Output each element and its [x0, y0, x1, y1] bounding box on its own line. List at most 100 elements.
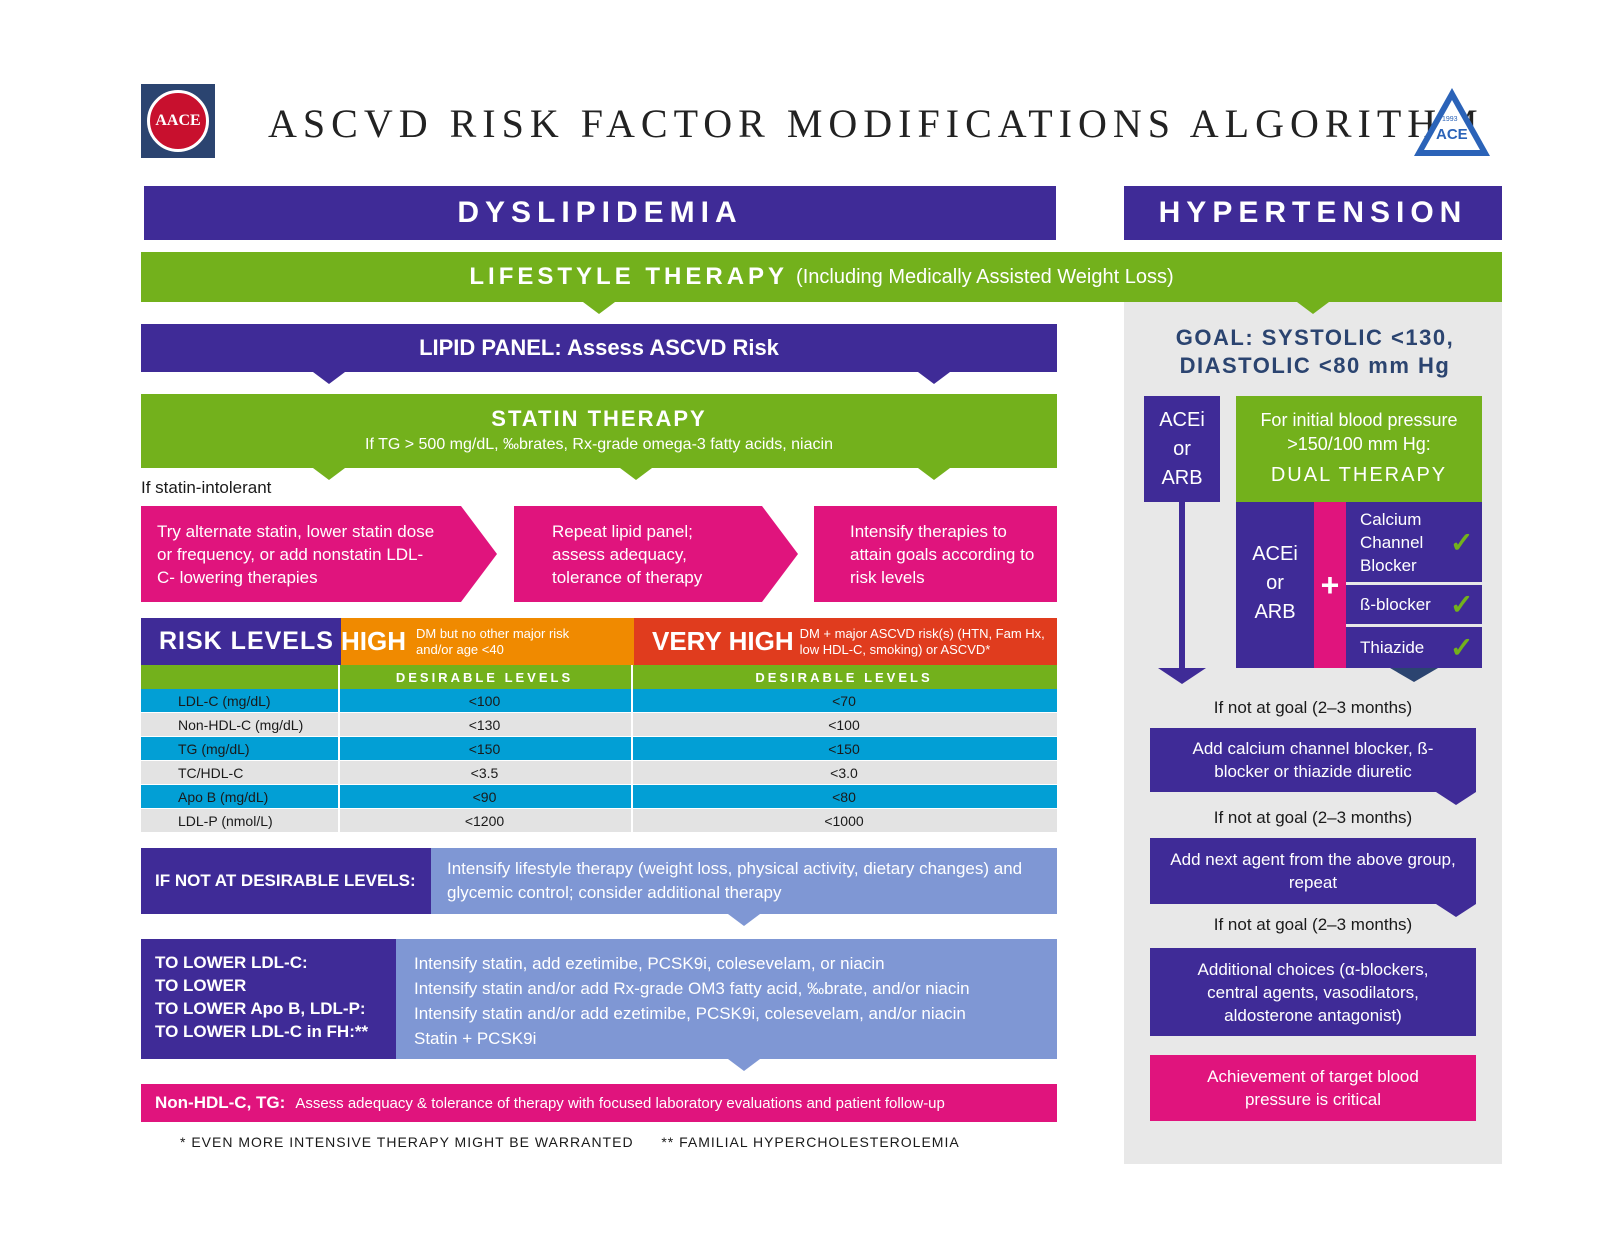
- lifestyle-arrow-right: [1297, 302, 1329, 314]
- risk-very-high-box: VERY HIGH DM + major ASCVD risk(s) (HTN,…: [634, 618, 1057, 665]
- acei-arb-mono: ACEi or ARB: [1144, 396, 1220, 502]
- step-repeat-panel: Repeat lipid panel; assess adequacy, tol…: [514, 506, 762, 602]
- risk-levels-text: RISK LEVELS: [159, 627, 334, 655]
- bp-goal: GOAL: SYSTOLIC <130, DIASTOLIC <80 mm Hg: [1140, 324, 1490, 380]
- step-arrow-1: [461, 506, 497, 602]
- lifestyle-subtitle: (Including Medically Assisted Weight Los…: [796, 265, 1174, 288]
- page-title: ASCVD RISK FACTOR MODIFICATIONS ALGORITH…: [268, 101, 1484, 146]
- bp-goal-line-2: DIASTOLIC <80 mm Hg: [1179, 353, 1451, 378]
- acei-arb-mono-line: ARB: [1161, 467, 1203, 489]
- row-name: LDL-C (mg/dL): [178, 692, 271, 709]
- row-very-high: <1000: [631, 812, 1057, 829]
- to-lower-label: TO LOWER: [155, 976, 247, 995]
- statin-therapy-box: STATIN THERAPY If TG > 500 mg/dL, ‰brate…: [141, 394, 1057, 468]
- bp-step-2: Add next agent from the above group, rep…: [1150, 838, 1476, 904]
- not-desirable-arrow: [728, 914, 760, 926]
- to-lower-arrow: [728, 1059, 760, 1071]
- bp-step-2-arrow: [1436, 904, 1476, 917]
- combo-ccb-label: Calcium Channel Blocker: [1360, 509, 1424, 575]
- dual-therapy-title: DUAL THERAPY: [1270, 464, 1448, 486]
- step-intensify: Intensify therapies to attain goals acco…: [814, 506, 1057, 602]
- desirable-levels-header: DESIRABLE LEVELS DESIRABLE LEVELS: [141, 665, 1057, 689]
- bp-step-1: Add calcium channel blocker, ß-blocker o…: [1150, 728, 1476, 792]
- row-high: <150: [468, 740, 501, 757]
- table-row: LDL-C (mg/dL) <100 <70: [141, 689, 1057, 712]
- acei-arb-combo-line: ARB: [1254, 601, 1296, 623]
- row-high: <130: [338, 716, 631, 733]
- ace-logo: 1993 ACE: [1412, 86, 1492, 158]
- row-high: <1200: [338, 812, 631, 829]
- not-desirable-label-text: IF NOT AT DESIRABLE LEVELS:: [155, 871, 416, 890]
- risk-high-label: HIGH: [341, 626, 406, 656]
- to-lower-text: Statin + PCSK9i: [414, 1029, 537, 1048]
- assess-label: Non-HDL-C, TG:: [155, 1093, 286, 1112]
- risk-high-box: HIGH DM but no other major risk and/or a…: [341, 618, 634, 665]
- aace-logo-text: AACE: [155, 112, 201, 129]
- lipid-panel-box: LIPID PANEL: Assess ASCVD Risk: [141, 324, 1057, 372]
- mono-arrow-head: [1158, 668, 1206, 684]
- combo-beta-blocker-label: ß-blocker: [1360, 594, 1431, 614]
- initial-bp-text: For initial blood pressure >150/100 mm H…: [1260, 410, 1458, 454]
- lifestyle-arrow-left: [583, 302, 615, 314]
- row-name: Apo B (mg/dL): [178, 788, 269, 805]
- lipid-panel-arrow-right: [918, 372, 950, 384]
- row-name: LDL-P (nmol/L): [178, 812, 273, 829]
- acei-arb-mono-line: ACEi: [1159, 409, 1205, 431]
- check-icon: ✓: [1450, 632, 1474, 663]
- combo-thiazide: Thiazide ✓: [1346, 627, 1482, 668]
- desirable-levels-very-high: DESIRABLE LEVELS: [755, 669, 933, 685]
- acei-arb-combo-line: ACEi: [1252, 543, 1298, 565]
- table-row: Apo B (mg/dL) <90 <80: [141, 785, 1057, 808]
- mono-arrow-line: [1179, 502, 1185, 670]
- to-lower-label: TO LOWER LDL-C:: [155, 953, 308, 972]
- to-lower-text: Intensify statin and/or add ezetimibe, P…: [414, 1004, 966, 1023]
- table-divider-1: [338, 665, 340, 833]
- lifestyle-bar: LIFESTYLE THERAPY (Including Medically A…: [141, 252, 1502, 302]
- table-row: TG (mg/dL) <150 <150: [141, 737, 1057, 760]
- if-not-goal-3: If not at goal (2–3 months): [1213, 915, 1413, 934]
- bp-final: Achievement of target blood pressure is …: [1150, 1055, 1476, 1121]
- row-name: TC/HDL-C: [178, 764, 244, 781]
- plus-icon: +: [1314, 502, 1346, 668]
- acei-arb-combo: ACEi or ARB: [1236, 502, 1314, 668]
- assess-text: Assess adequacy & tolerance of therapy w…: [295, 1094, 945, 1112]
- aace-logo: AACE: [141, 84, 215, 158]
- row-high: <3.5: [338, 764, 631, 781]
- statin-therapy-subtitle: If TG > 500 mg/dL, ‰brates, Rx-grade ome…: [365, 436, 833, 453]
- risk-very-high-label: VERY HIGH: [652, 626, 794, 656]
- to-lower-label: TO LOWER LDL-C in FH:**: [155, 1022, 369, 1041]
- row-high: <90: [472, 788, 497, 805]
- table-row: Non-HDL-C (mg/dL) <130 <100: [141, 713, 1057, 736]
- table-divider-2: [631, 665, 633, 833]
- bp-step-3-text: Additional choices (α-blockers, central …: [1197, 959, 1429, 1025]
- statin-therapy-title: STATIN THERAPY: [491, 406, 707, 431]
- footnote-1: * EVEN MORE INTENSIVE THERAPY MIGHT BE W…: [180, 1134, 634, 1150]
- row-high: <100: [468, 692, 501, 709]
- combo-beta-blocker: ß-blocker ✓: [1346, 585, 1482, 624]
- bp-goal-line-1: GOAL: SYSTOLIC <130,: [1175, 325, 1455, 350]
- step-intensify-text: Intensify therapies to attain goals acco…: [850, 522, 1035, 587]
- row-name: Non-HDL-C (mg/dL): [178, 716, 304, 733]
- statin-arrow-3: [918, 468, 950, 480]
- footnote-2: ** FAMILIAL HYPERCHOLESTEROLEMIA: [661, 1134, 960, 1150]
- step-repeat-panel-text: Repeat lipid panel; assess adequacy, tol…: [552, 522, 703, 587]
- table-row: LDL-P (nmol/L) <1200 <1000: [141, 809, 1057, 832]
- to-lower-text: Intensify statin, add ezetimibe, PCSK9i,…: [414, 954, 885, 973]
- not-desirable-label: IF NOT AT DESIRABLE LEVELS:: [141, 848, 431, 914]
- dyslipidemia-heading: DYSLIPIDEMIA: [144, 186, 1056, 240]
- to-lower-labels: TO LOWER LDL-C: TO LOWER TO LOWER Apo B,…: [141, 939, 396, 1059]
- statin-intolerant-label: If statin-intolerant: [141, 478, 272, 497]
- step-arrow-2: [762, 506, 798, 602]
- risk-levels-label: RISK LEVELS: [141, 618, 341, 665]
- lifestyle-title: LIFESTYLE THERAPY: [469, 263, 789, 290]
- combo-ccb: Calcium Channel Blocker ✓: [1346, 502, 1482, 582]
- not-desirable-text: Intensify lifestyle therapy (weight loss…: [447, 859, 1023, 902]
- if-not-goal-1: If not at goal (2–3 months): [1213, 698, 1413, 717]
- desirable-levels-high: DESIRABLE LEVELS: [395, 669, 574, 685]
- assess-bar: Non-HDL-C, TG: Assess adequacy & toleran…: [141, 1084, 1057, 1122]
- to-lower-text: Intensify statin and/or add Rx-grade OM3…: [414, 979, 970, 998]
- bp-final-text: Achievement of target blood pressure is …: [1207, 1067, 1419, 1109]
- to-lower-texts: Intensify statin, add ezetimibe, PCSK9i,…: [396, 939, 1057, 1059]
- statin-arrow-1: [313, 468, 345, 480]
- bp-step-2-text: Add next agent from the above group, rep…: [1170, 850, 1456, 892]
